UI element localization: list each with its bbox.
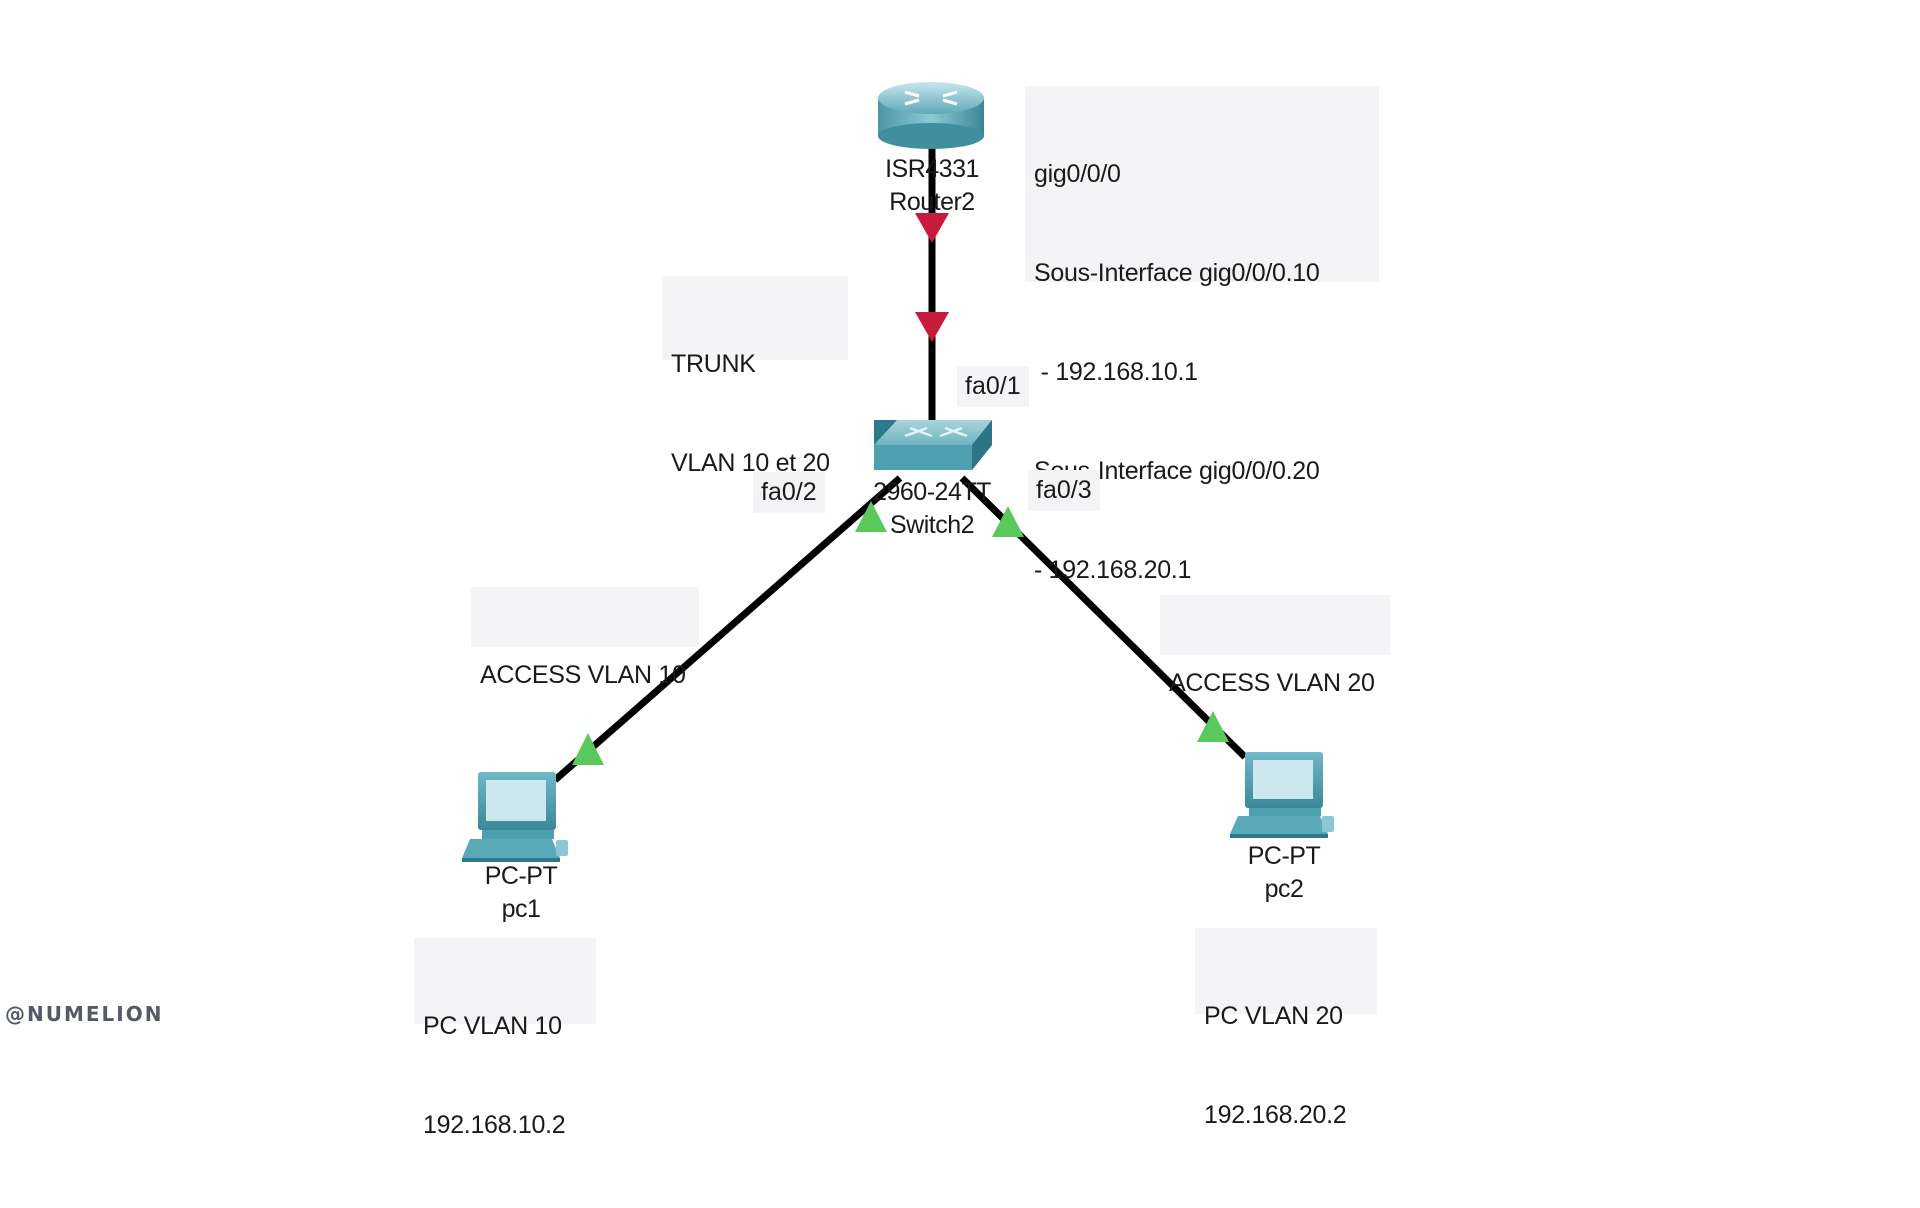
access-up-arrow-icon [855,501,887,532]
router-icon[interactable] [878,82,984,149]
pc-icon[interactable] [462,772,568,862]
note-line: TRUNK [671,350,756,378]
router-model: ISR4331 [885,155,979,183]
pc1-model: PC-PT [484,862,558,890]
note-line: PC VLAN 20 [1204,1002,1343,1030]
note-line: - 192.168.10.1 [1034,358,1198,386]
pc2-info-note[interactable]: PC VLAN 20 192.168.20.2 [1195,928,1377,1129]
note-line: gig0/0/0 [1034,160,1121,188]
trunk-note[interactable]: TRUNK VLAN 10 et 20 [662,276,848,477]
switch-name: Switch2 [889,511,975,539]
access-vlan10-note[interactable]: ACCESS VLAN 10 [471,587,699,689]
topology-canvas [462,82,1334,862]
switch-label: 2960-24TT Switch2 [862,476,1002,542]
switch-icon[interactable] [874,420,992,470]
note-line: Sous-Interface gig0/0/0.10 [1034,259,1320,287]
pc1-name: pc1 [501,895,541,923]
port-fa02-label[interactable]: fa0/2 [753,472,825,513]
note-line: 192.168.10.2 [423,1111,566,1139]
access-up-arrow-icon [572,733,604,765]
pc2-model: PC-PT [1247,842,1321,870]
watermark: @NUMELION [5,1002,164,1026]
access-vlan20-note[interactable]: ACCESS VLAN 20 [1160,595,1390,697]
router-name: Router2 [889,188,975,216]
pc1-info-note[interactable]: PC VLAN 10 192.168.10.2 [414,938,596,1139]
note-line: VLAN 10 et 20 [671,449,830,477]
note-line: 192.168.20.2 [1204,1101,1347,1129]
link-switch-pc1 [552,475,903,783]
network-topology: ISR4331 Router2 2960-24TT Switch2 PC-PT … [5,82,1390,1139]
trunk-arrow-icon [915,213,949,243]
pc-icon[interactable] [1230,752,1334,838]
note-line: - 192.168.20.1 [1034,556,1192,584]
note-line: PC VLAN 10 [423,1012,562,1040]
port-fa03-label[interactable]: fa0/3 [1028,470,1100,511]
port-fa01-label[interactable]: fa0/1 [957,366,1029,407]
switch-model: 2960-24TT [873,478,991,506]
access-up-arrow-icon [1197,711,1229,742]
pc1-label: PC-PT pc1 [461,860,581,926]
router-interfaces-note[interactable]: gig0/0/0 Sous-Interface gig0/0/0.10 - 19… [1025,86,1379,584]
pc2-name: pc2 [1264,875,1304,903]
trunk-arrow-icon [915,312,949,342]
router-label: ISR4331 Router2 [872,153,992,219]
note-line: ACCESS VLAN 20 [1169,669,1375,697]
note-line: ACCESS VLAN 10 [480,661,686,689]
access-up-arrow-icon [992,506,1024,537]
pc2-label: PC-PT pc2 [1224,840,1344,906]
